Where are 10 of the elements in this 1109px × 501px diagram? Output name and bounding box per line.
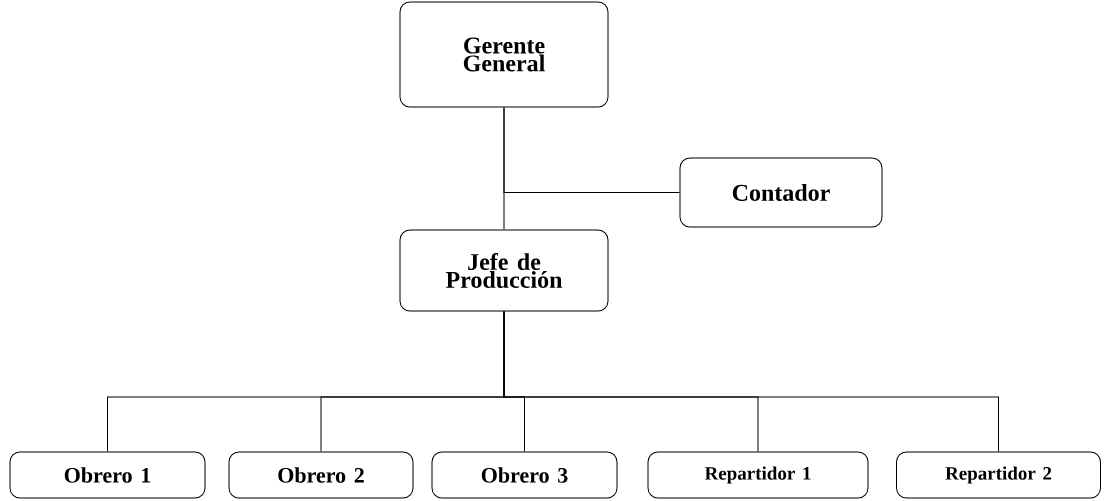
org-box: Jefe de Producción bbox=[399, 229, 609, 312]
org-box: Repartidor 1 bbox=[647, 451, 869, 499]
org-box: Contador bbox=[679, 157, 883, 228]
org-box: Gerente General bbox=[399, 1, 609, 108]
connector-line bbox=[503, 107, 680, 193]
org-box: Repartidor 2 bbox=[896, 451, 1101, 499]
org-box: Obrero 1 bbox=[9, 451, 206, 499]
org-box: Obrero 3 bbox=[431, 451, 618, 499]
connector-line bbox=[503, 311, 999, 452]
org-box: Obrero 2 bbox=[228, 451, 414, 499]
